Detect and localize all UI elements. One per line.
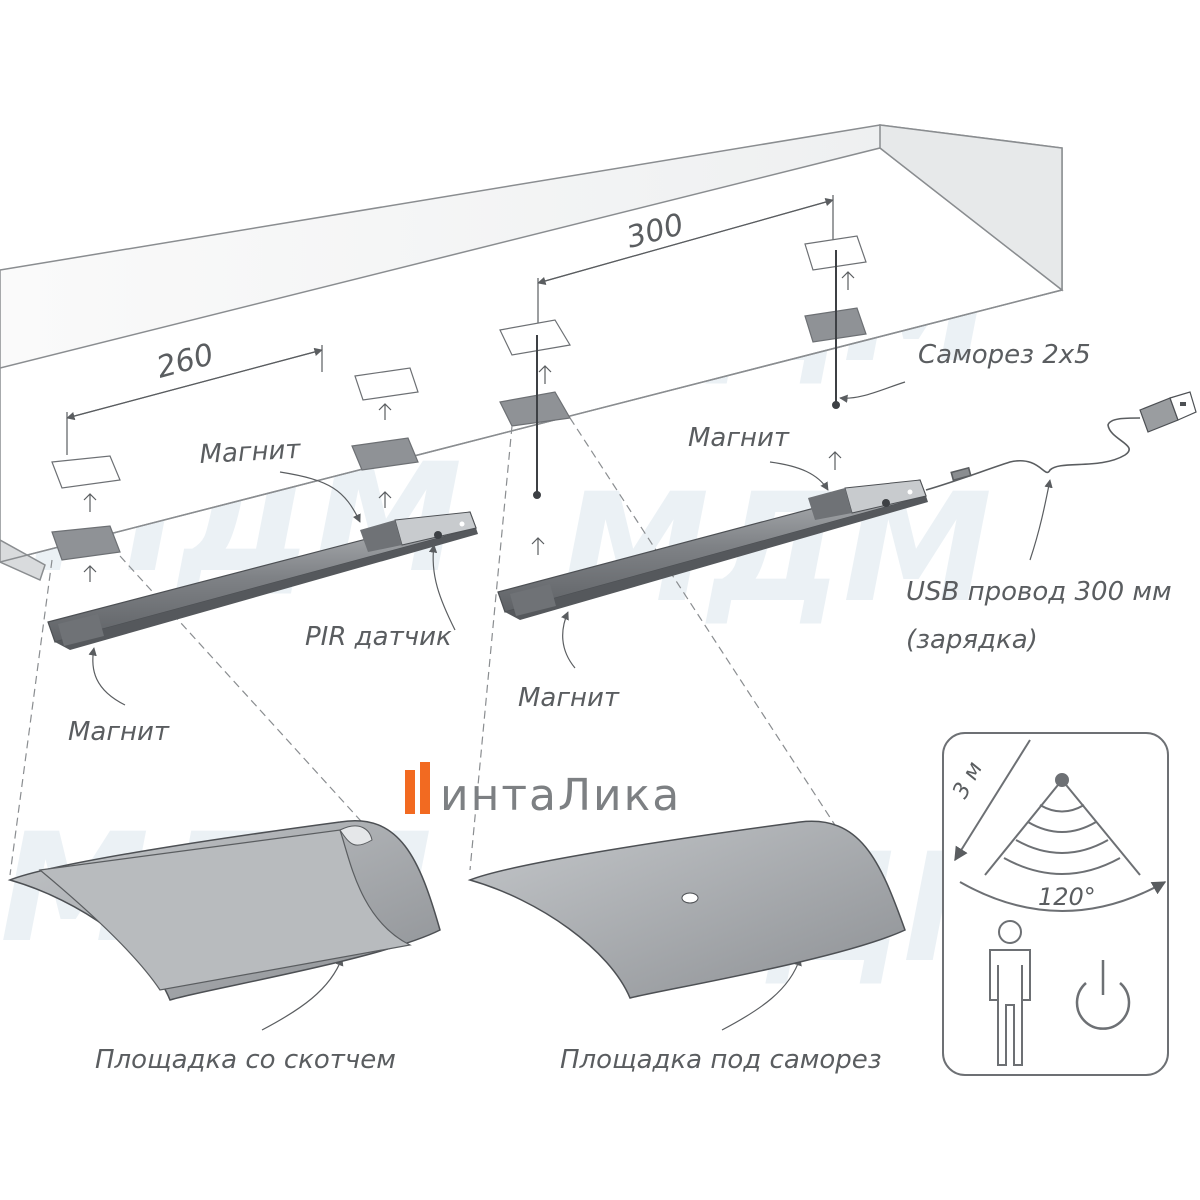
projection-lines [9, 417, 901, 926]
usb-cable [925, 417, 1141, 491]
plate-outline [499, 319, 571, 356]
motion-sensor-icon [954, 739, 1167, 912]
magnet-plate [351, 437, 419, 471]
person-icon [989, 920, 1031, 1066]
label-screw: Саморез 2х5 [918, 340, 1091, 370]
power-icon [1075, 960, 1131, 1030]
label-magnet-center: Магнит [518, 683, 620, 713]
logo-mark [405, 770, 415, 814]
label-magnet-top-left: Магнит [199, 435, 302, 470]
dimension-260 [66, 345, 323, 455]
leader-lines [88, 381, 1053, 1031]
screw-pad [467, 820, 906, 999]
label-adhesive-pad: Площадка со скотчем [95, 1045, 396, 1075]
led-bar-left [47, 511, 478, 650]
plate-outline [51, 455, 121, 489]
label-usb-cable: USB провод 300 мм [906, 577, 1172, 607]
label-usb-charging: (зарядка) [906, 625, 1038, 655]
label-screw-pad: Площадка под саморез [560, 1045, 882, 1075]
screws [533, 250, 840, 499]
screw-hole-icon [681, 892, 699, 904]
dimension-300 [537, 195, 834, 330]
pir-sensor-dot [434, 531, 442, 539]
logo-mark [420, 762, 430, 814]
label-pir-sensor: PIR датчик [305, 622, 452, 652]
sensor-info-panel: 3 м 120° [942, 732, 1169, 1076]
plate-outline [354, 367, 419, 401]
brand-logo: интаЛика [405, 762, 681, 821]
sensor-angle-label: 120° [1038, 883, 1096, 911]
label-magnet-top-right: Магнит [688, 423, 790, 453]
label-magnet-bottom-left: Магнит [68, 717, 170, 747]
usb-plug-icon [1139, 391, 1197, 433]
watermark: МДМ [560, 462, 992, 636]
brand-name: интаЛика [440, 770, 681, 821]
magnet-plate [51, 525, 121, 561]
up-arrows [83, 271, 855, 582]
adhesive-pad [7, 819, 441, 1001]
led-bar-right [497, 479, 928, 620]
cabinet [0, 124, 1064, 582]
